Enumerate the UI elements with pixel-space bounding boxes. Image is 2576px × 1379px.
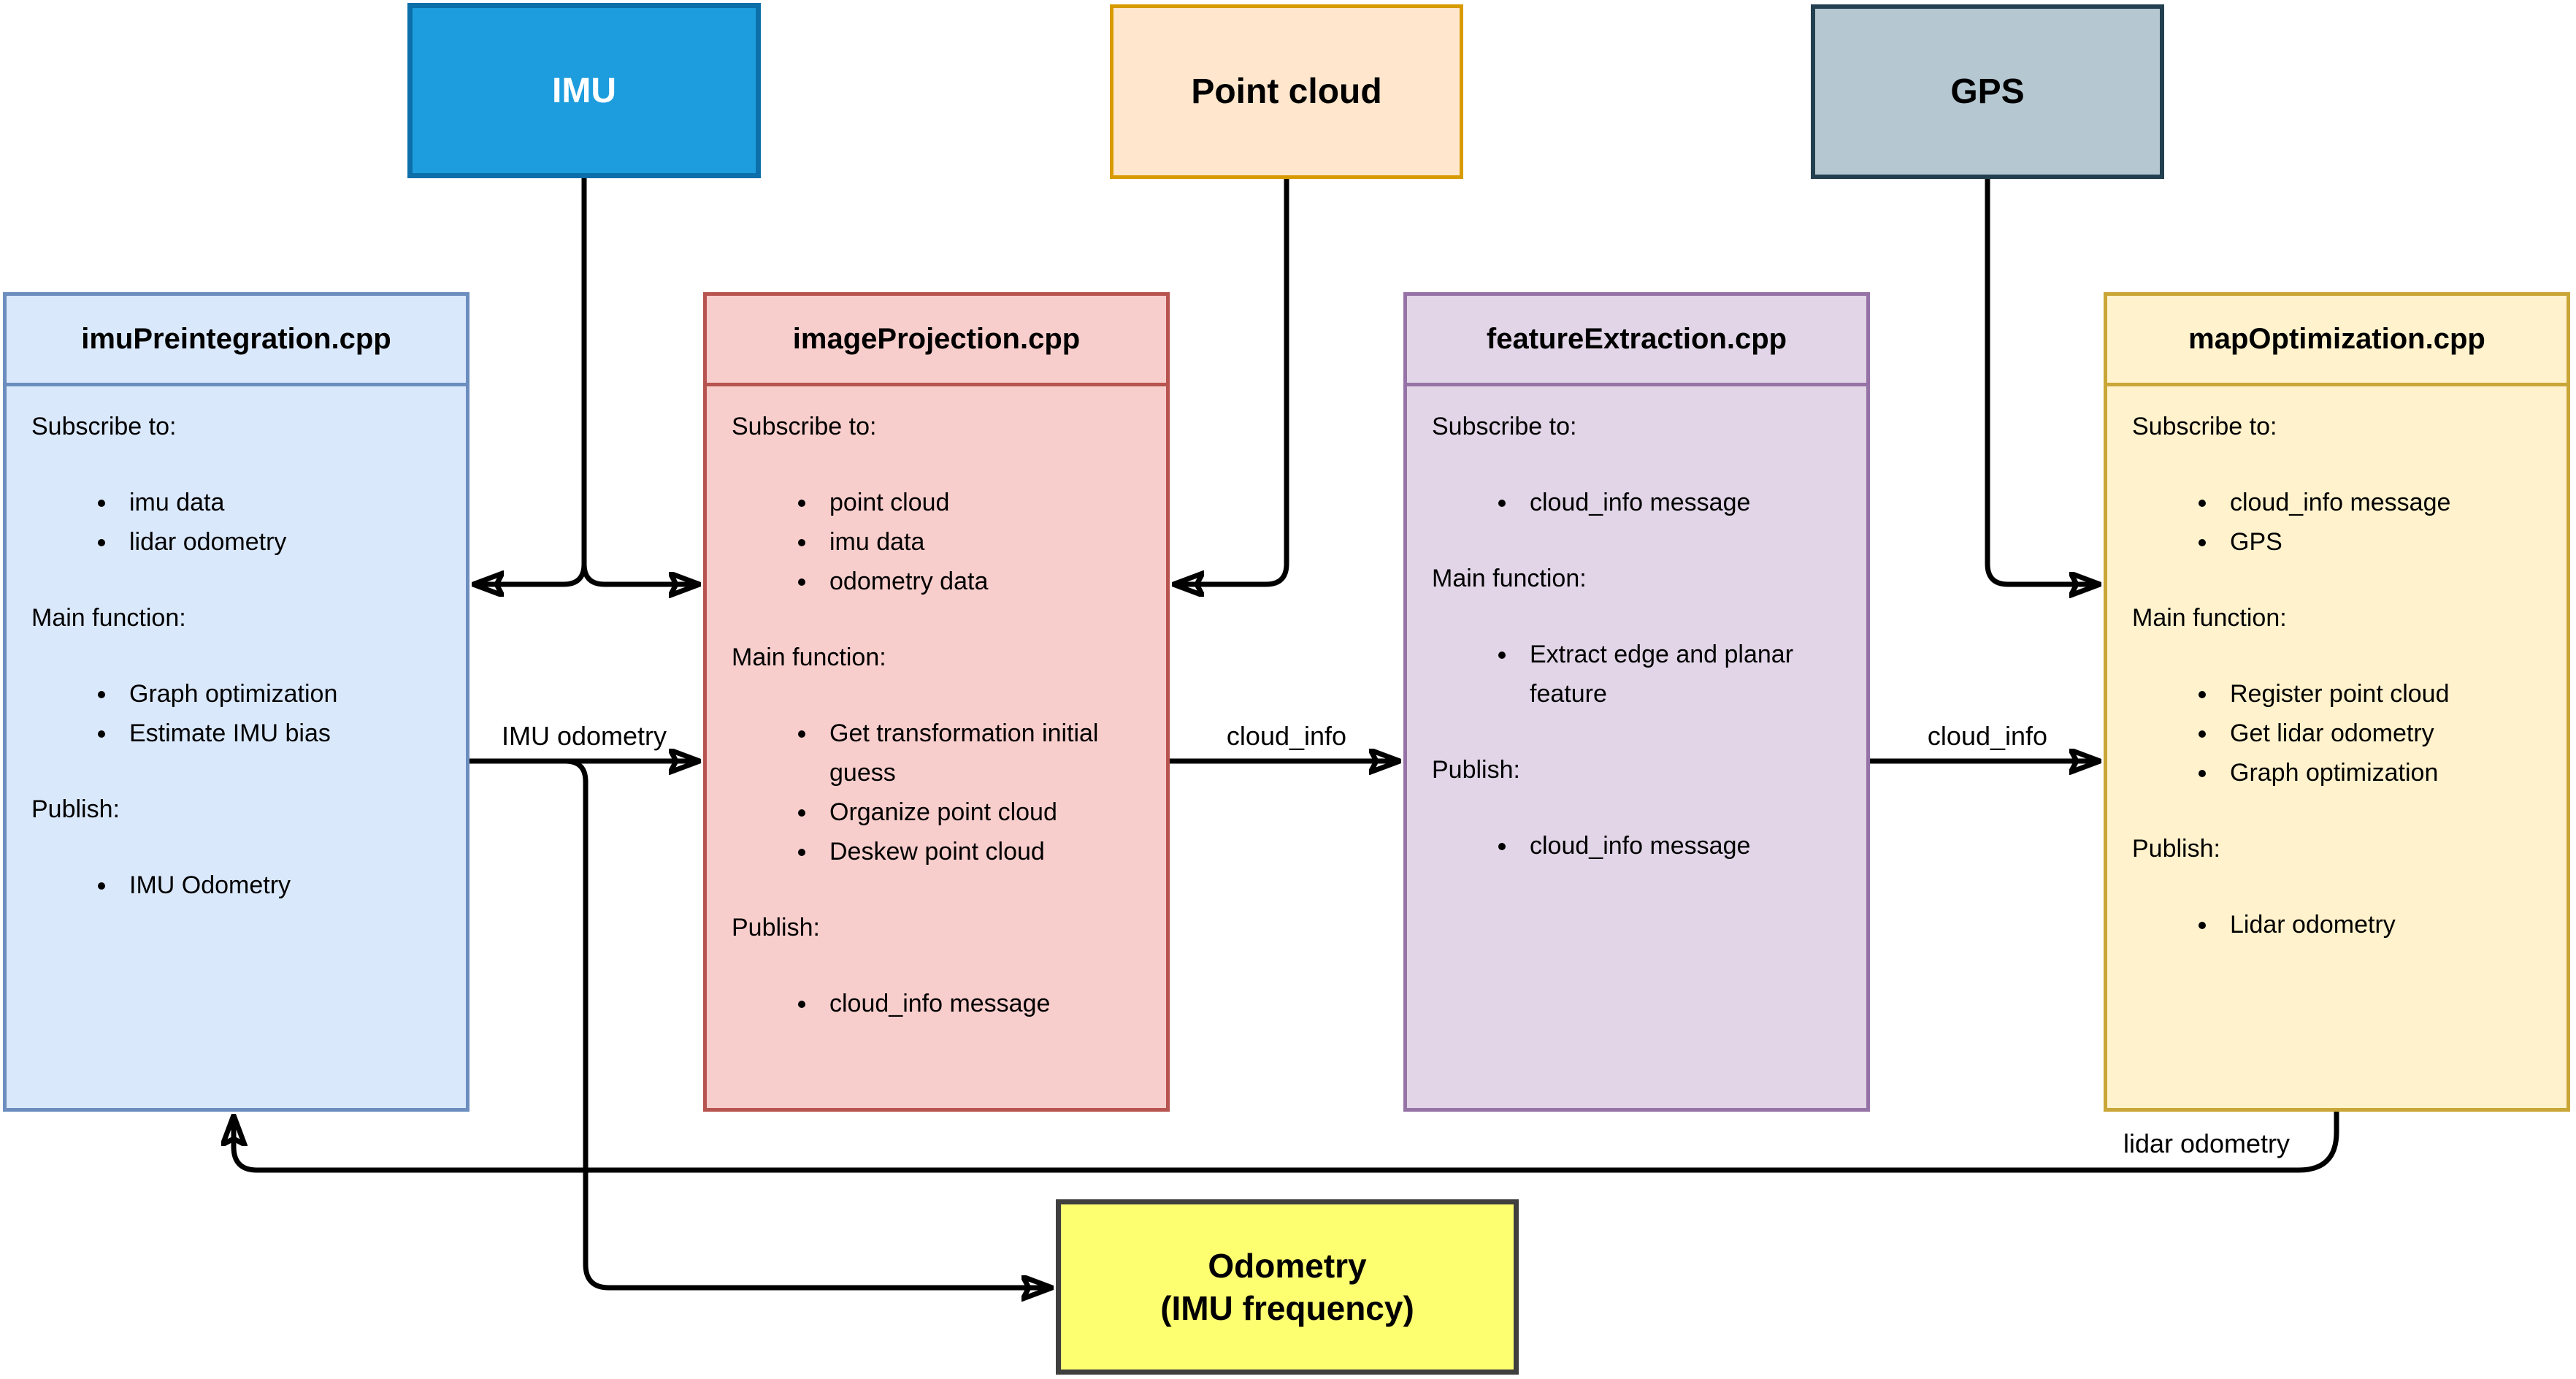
main-heading: Main function: (1432, 565, 1587, 592)
list-item: Organize point cloud (818, 792, 1144, 832)
main-heading: Main function: (31, 604, 186, 632)
node-gps[interactable]: GPS (1811, 4, 2164, 179)
list-item: Deskew point cloud (818, 832, 1144, 871)
publish-heading: Publish: (31, 795, 120, 823)
list-item: Lidar odometry (2218, 905, 2545, 944)
node-gps-label: GPS (1950, 72, 2025, 111)
list-item: cloud_info message (818, 984, 1144, 1023)
list-item: GPS (2218, 522, 2545, 562)
subscribe-list: cloud_info message (1429, 483, 1844, 522)
subscribe-heading: Subscribe to: (31, 413, 177, 440)
list-item: Extract edge and planar feature (1518, 635, 1844, 714)
main-list: Graph optimization Estimate IMU bias (28, 674, 444, 753)
edge-lidar-odometry-feedback (234, 1112, 2339, 1173)
node-featureextraction[interactable]: featureExtraction.cpp Subscribe to: clou… (1403, 292, 1870, 1112)
list-item: imu data (118, 483, 444, 522)
main-list: Extract edge and planar feature (1429, 635, 1844, 714)
main-heading: Main function: (2132, 604, 2287, 632)
list-item: Estimate IMU bias (118, 714, 444, 753)
publish-list: Lidar odometry (2129, 905, 2545, 944)
module-title: imageProjection.cpp (707, 296, 1166, 386)
node-imageprojection[interactable]: imageProjection.cpp Subscribe to: point … (703, 292, 1170, 1112)
subscribe-list: imu data lidar odometry (28, 483, 444, 562)
list-item: lidar odometry (118, 522, 444, 562)
list-item: Register point cloud (2218, 674, 2545, 714)
list-item: Get lidar odometry (2218, 714, 2545, 753)
subscribe-heading: Subscribe to: (1432, 413, 1577, 440)
publish-heading: Publish: (1432, 756, 1520, 784)
publish-list: cloud_info message (1429, 826, 1844, 866)
list-item: point cloud (818, 483, 1144, 522)
node-imu[interactable]: IMU (407, 3, 761, 178)
module-body: Subscribe to: cloud_info message Main fu… (1407, 386, 1866, 866)
publish-heading: Publish: (732, 914, 820, 941)
node-odometry-output[interactable]: Odometry (IMU frequency) (1056, 1199, 1519, 1375)
node-mapoptimization[interactable]: mapOptimization.cpp Subscribe to: cloud_… (2104, 292, 2570, 1112)
node-imu-label: IMU (552, 71, 616, 110)
module-title: featureExtraction.cpp (1407, 296, 1866, 386)
list-item: Get transformation initial guess (818, 714, 1144, 792)
module-title: mapOptimization.cpp (2107, 296, 2567, 386)
odometry-output-line2: (IMU frequency) (1160, 1289, 1414, 1327)
edge-imu-to-imupreintegration (473, 178, 587, 584)
publish-heading: Publish: (2132, 835, 2220, 863)
subscribe-heading: Subscribe to: (732, 413, 877, 440)
list-item: Graph optimization (2218, 753, 2545, 792)
edge-label-imu-odometry: IMU odometry (501, 721, 667, 751)
subscribe-heading: Subscribe to: (2132, 413, 2277, 440)
list-item: IMU Odometry (118, 866, 444, 905)
publish-list: cloud_info message (729, 984, 1144, 1023)
subscribe-list: point cloud imu data odometry data (729, 483, 1144, 601)
edge-imu-to-imageprojection (581, 563, 699, 584)
list-item: imu data (818, 522, 1144, 562)
publish-list: IMU Odometry (28, 866, 444, 905)
list-item: Graph optimization (118, 674, 444, 714)
module-body: Subscribe to: imu data lidar odometry Ma… (7, 386, 466, 905)
module-body: Subscribe to: cloud_info message GPS Mai… (2107, 386, 2567, 944)
list-item: odometry data (818, 562, 1144, 601)
main-list: Register point cloud Get lidar odometry … (2129, 674, 2545, 792)
edge-gps-to-mapoptimization (1985, 179, 2100, 584)
edge-label-cloud-info-right: cloud_info (1927, 721, 2048, 751)
subscribe-list: cloud_info message GPS (2129, 483, 2545, 562)
list-item: cloud_info message (1518, 826, 1844, 866)
list-item: cloud_info message (1518, 483, 1844, 522)
node-point-cloud[interactable]: Point cloud (1110, 4, 1463, 179)
main-list: Get transformation initial guess Organiz… (729, 714, 1144, 871)
module-body: Subscribe to: point cloud imu data odome… (707, 386, 1166, 1023)
main-heading: Main function: (732, 643, 886, 671)
edge-pointcloud-to-imageprojection (1173, 179, 1289, 584)
edge-label-cloud-info-left: cloud_info (1226, 721, 1347, 751)
node-point-cloud-label: Point cloud (1191, 72, 1382, 111)
node-imupreintegration[interactable]: imuPreintegration.cpp Subscribe to: imu … (3, 292, 469, 1112)
edge-label-lidar-odometry: lidar odometry (2123, 1128, 2291, 1158)
module-title: imuPreintegration.cpp (7, 296, 466, 386)
list-item: cloud_info message (2218, 483, 2545, 522)
odometry-output-line1: Odometry (1208, 1247, 1367, 1285)
